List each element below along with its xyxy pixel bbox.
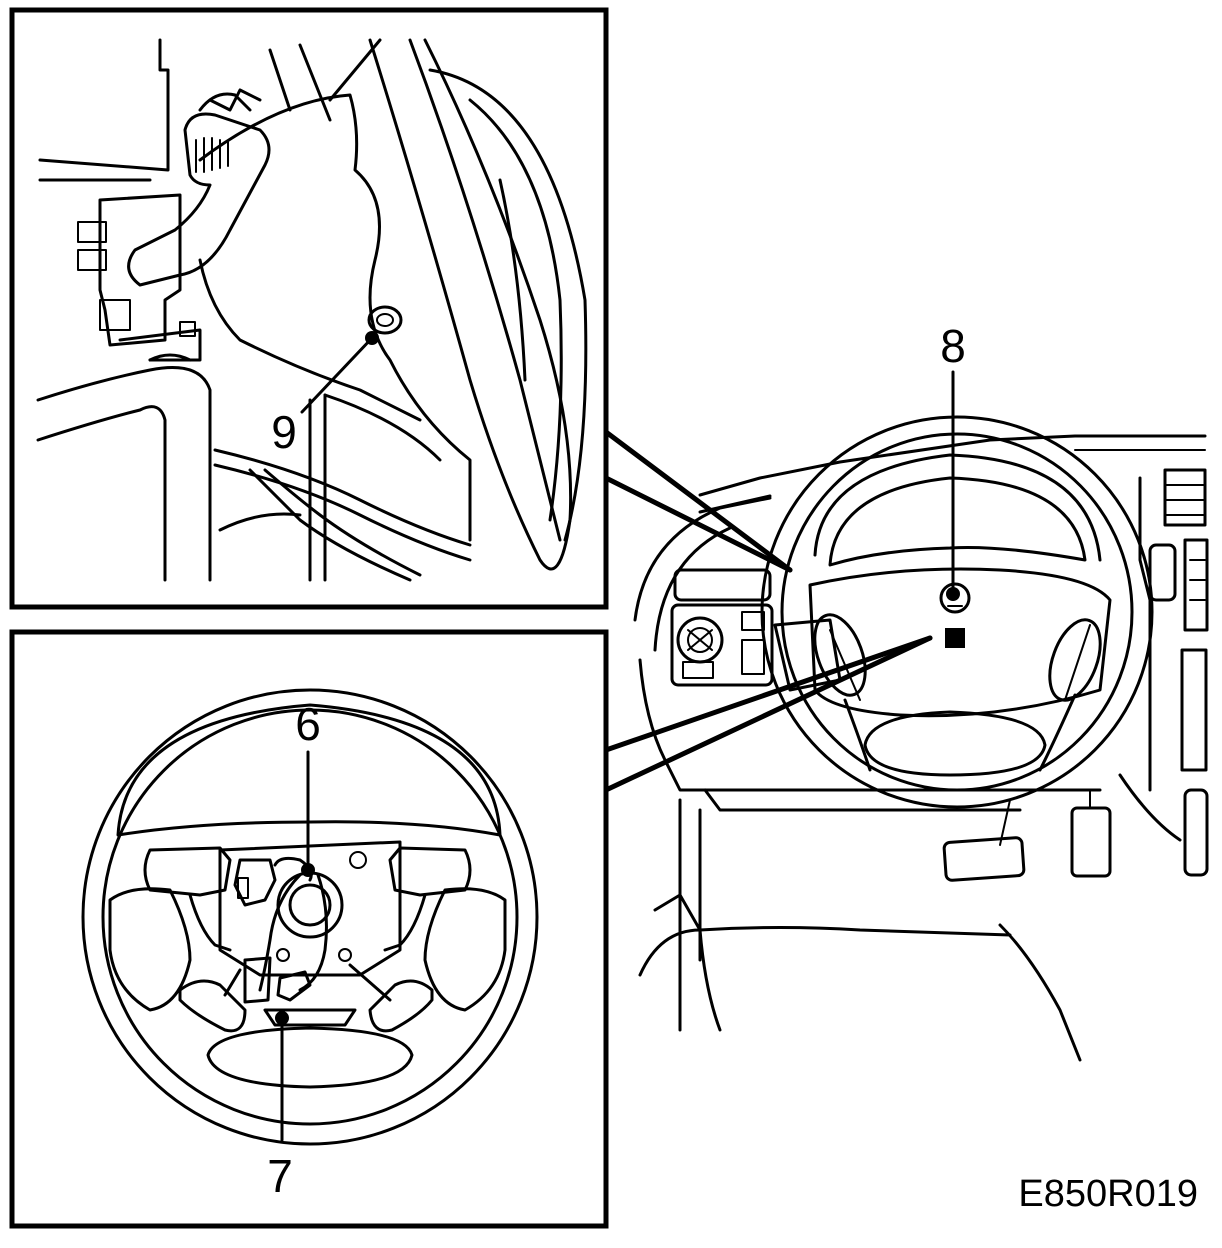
callout-label-9: 9 (271, 406, 297, 458)
figure-code: E850R019 (1018, 1173, 1198, 1215)
callout-label-6: 6 (295, 698, 321, 750)
callout-label-8: 8 (940, 320, 966, 372)
dashboard-view (633, 415, 1209, 1062)
inset-wheel-rear-view (9, 629, 609, 1229)
inset-column-side-view (9, 7, 609, 610)
callout-6: 6 (295, 698, 321, 877)
callout-8: 8 (940, 320, 966, 601)
callout-9: 9 (271, 331, 379, 458)
callout-label-7: 7 (267, 1150, 293, 1202)
callout-7: 7 (267, 1011, 293, 1202)
zoom-lines (603, 429, 933, 793)
